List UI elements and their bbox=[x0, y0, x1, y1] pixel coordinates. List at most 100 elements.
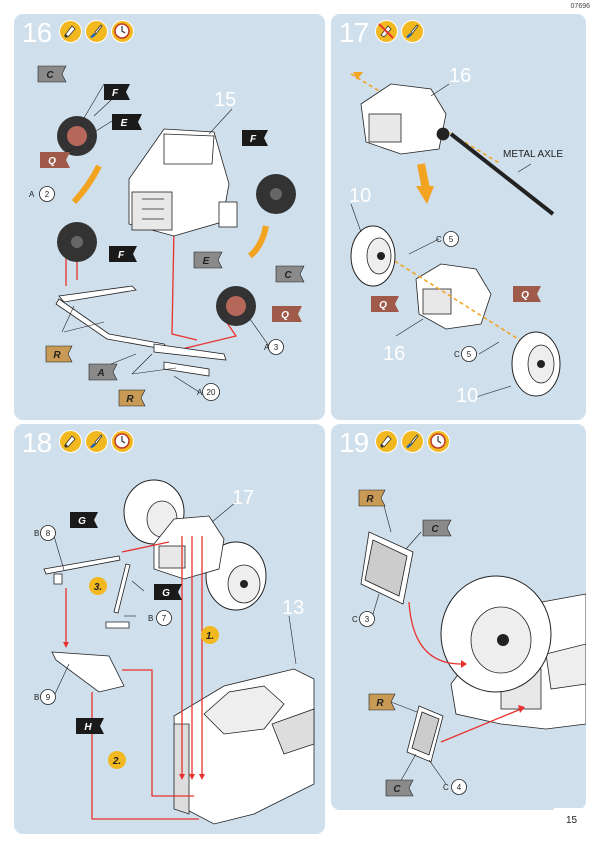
paint-brush-icon bbox=[401, 430, 424, 453]
glue-icon bbox=[375, 430, 398, 453]
part-flag: Q bbox=[371, 296, 399, 312]
part-number: 15 bbox=[214, 89, 236, 111]
part-number: 13 bbox=[282, 597, 304, 619]
step-number: 18 bbox=[22, 427, 52, 458]
svg-text:E: E bbox=[203, 256, 210, 267]
svg-text:A: A bbox=[29, 190, 35, 199]
part-flag: G bbox=[70, 512, 98, 528]
svg-text:B: B bbox=[34, 529, 39, 538]
svg-text:1.: 1. bbox=[206, 631, 214, 642]
callout-circle: C 5 bbox=[454, 346, 477, 362]
svg-text:20: 20 bbox=[207, 388, 216, 397]
radiator-drawing bbox=[360, 531, 444, 763]
part-flag: R bbox=[45, 345, 73, 363]
svg-text:B: B bbox=[148, 614, 153, 623]
part-number: 10 bbox=[456, 385, 478, 407]
svg-text:2.: 2. bbox=[112, 756, 121, 767]
part-flag: Q bbox=[40, 152, 70, 168]
svg-text:C: C bbox=[436, 235, 442, 244]
svg-text:3.: 3. bbox=[94, 582, 102, 593]
step-icons bbox=[375, 430, 450, 453]
suspension-arm-drawing bbox=[55, 285, 227, 377]
svg-text:Q: Q bbox=[379, 300, 387, 311]
svg-text:Q: Q bbox=[521, 290, 529, 301]
clock-icon bbox=[111, 20, 134, 43]
svg-text:8: 8 bbox=[46, 529, 51, 538]
svg-text:5: 5 bbox=[449, 235, 454, 244]
glue-icon bbox=[59, 430, 82, 453]
svg-text:F: F bbox=[112, 88, 119, 99]
glue-icon bbox=[59, 20, 82, 43]
svg-text:A: A bbox=[197, 388, 203, 397]
svg-text:2: 2 bbox=[45, 190, 50, 199]
part-flag: C bbox=[275, 265, 305, 283]
step-17-panel: 17 METAL AXLE bbox=[331, 14, 586, 420]
part-number: 16 bbox=[449, 65, 471, 87]
part-flag: E bbox=[193, 251, 223, 269]
step-16-illustration: 15 A 2 A 3 A 20 C F E bbox=[29, 65, 305, 407]
step-icons bbox=[59, 20, 134, 43]
callout-circle: C 3 bbox=[352, 611, 375, 627]
part-flag: H bbox=[76, 718, 104, 734]
svg-text:R: R bbox=[376, 698, 384, 709]
step-18-panel: 18 bbox=[14, 424, 325, 834]
svg-text:A: A bbox=[264, 343, 270, 352]
gearbox-drawing bbox=[360, 83, 450, 155]
svg-text:C: C bbox=[431, 524, 439, 535]
svg-text:R: R bbox=[126, 394, 134, 405]
svg-text:F: F bbox=[250, 134, 257, 145]
gearbox-drawing bbox=[128, 128, 238, 237]
document-code: 07696 bbox=[570, 3, 590, 10]
svg-text:Q: Q bbox=[48, 156, 56, 167]
wheel-drawing bbox=[350, 225, 561, 397]
step-number: 17 bbox=[339, 17, 369, 48]
sequence-badge: 2. bbox=[108, 751, 126, 769]
part-flag: R bbox=[368, 693, 396, 711]
part-flag: C bbox=[37, 65, 67, 83]
part-flag: F bbox=[242, 130, 268, 146]
svg-text:H: H bbox=[84, 722, 92, 733]
callout-circle: A 20 bbox=[197, 383, 220, 401]
svg-text:A: A bbox=[96, 368, 104, 379]
step-number: 19 bbox=[339, 427, 369, 458]
part-flag: Q bbox=[513, 286, 541, 302]
part-number: 17 bbox=[232, 487, 254, 509]
part-flag: F bbox=[104, 84, 130, 100]
step-17-illustration: METAL AXLE bbox=[349, 65, 563, 407]
page-number-tab bbox=[554, 808, 586, 834]
part-number: 16 bbox=[383, 343, 405, 365]
svg-text:4: 4 bbox=[457, 783, 462, 792]
part-flag: A bbox=[88, 363, 118, 381]
page-number: 15 bbox=[566, 815, 578, 826]
callout-circle: C 5 bbox=[436, 231, 459, 247]
part-flag: R bbox=[118, 389, 146, 407]
part-flag: G bbox=[154, 584, 182, 600]
brake-disc-drawing bbox=[57, 116, 296, 326]
clock-icon bbox=[111, 430, 134, 453]
part-flag: C bbox=[385, 779, 414, 797]
callout-circle: C 4 bbox=[443, 779, 467, 795]
svg-text:C: C bbox=[443, 783, 449, 792]
step-18-illustration: 17 13 B 8 B 7 B 9 G G H bbox=[34, 479, 315, 825]
svg-text:R: R bbox=[366, 494, 374, 505]
paint-brush-icon bbox=[85, 20, 108, 43]
svg-text:C: C bbox=[46, 70, 54, 81]
svg-text:E: E bbox=[121, 118, 128, 129]
wheel-drawing bbox=[440, 575, 552, 693]
step-19-illustration: C 3 C 4 R C R C bbox=[352, 489, 586, 797]
svg-text:G: G bbox=[78, 516, 86, 527]
chassis-drawing bbox=[173, 668, 315, 825]
callout-circle: A 2 bbox=[29, 186, 55, 202]
callout-circle: B 8 bbox=[34, 525, 56, 541]
svg-text:R: R bbox=[53, 350, 61, 361]
part-flag: Q bbox=[272, 306, 302, 322]
clock-icon bbox=[427, 430, 450, 453]
svg-text:B: B bbox=[34, 693, 39, 702]
step-19-panel: 19 bbox=[331, 424, 586, 810]
part-number: 10 bbox=[349, 185, 371, 207]
part-flag: R bbox=[358, 489, 386, 507]
part-flag: F bbox=[109, 246, 137, 262]
step-16-panel: 16 bbox=[14, 14, 325, 420]
callout-circle: B 9 bbox=[34, 689, 56, 705]
svg-text:F: F bbox=[118, 250, 125, 261]
